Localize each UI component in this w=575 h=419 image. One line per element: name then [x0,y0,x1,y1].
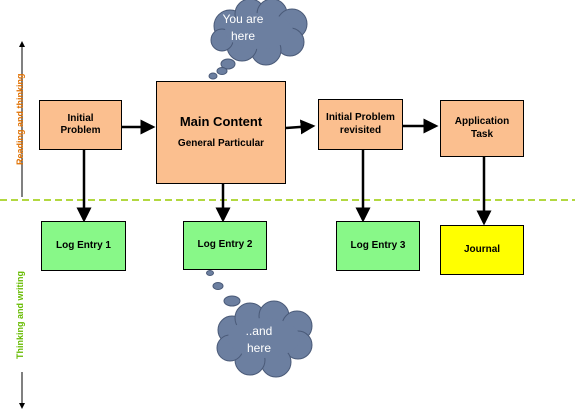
application-task-box: Application Task [440,100,524,157]
thought-cloud-top [208,0,308,80]
log-entry-3-label: Log Entry 3 [350,239,406,251]
top-cloud-line1: You are [222,12,264,26]
main-content-subtitle: General Particular [177,138,265,150]
top-cloud-line2: here [230,29,256,44]
journal-box: Journal [440,225,524,275]
upper-side-label: Reading and thinking [15,73,25,166]
initial-problem-label: Initial Problem [60,112,101,137]
main-content-box: Main Content General Particular [156,81,286,184]
log-entry-3-box: Log Entry 3 [336,221,420,271]
top-cloud-text: You are here [218,11,268,46]
application-task-label: Application Task [454,116,510,140]
main-content-title: Main Content [179,114,263,130]
lower-side-label: Thinking and writing [15,271,25,359]
log-entry-1-label: Log Entry 1 [55,239,111,251]
initial-problem-box: Initial Problem [39,100,122,150]
bottom-cloud-line2: here [246,341,272,356]
bottom-cloud-line1: ..and [245,324,273,338]
journal-label: Journal [463,243,501,255]
arrow-main-to-revisited [285,119,316,135]
log-entry-2-box: Log Entry 2 [183,221,267,270]
log-entry-1-box: Log Entry 1 [41,221,126,271]
log-entry-2-label: Log Entry 2 [197,239,253,251]
initial-problem-revisited-label: Initial Problem revisited [326,112,395,136]
initial-problem-revisited-box: Initial Problem revisited [318,99,403,150]
bottom-cloud-text: ..and here [236,323,282,358]
thought-cloud-bottom [206,270,313,378]
